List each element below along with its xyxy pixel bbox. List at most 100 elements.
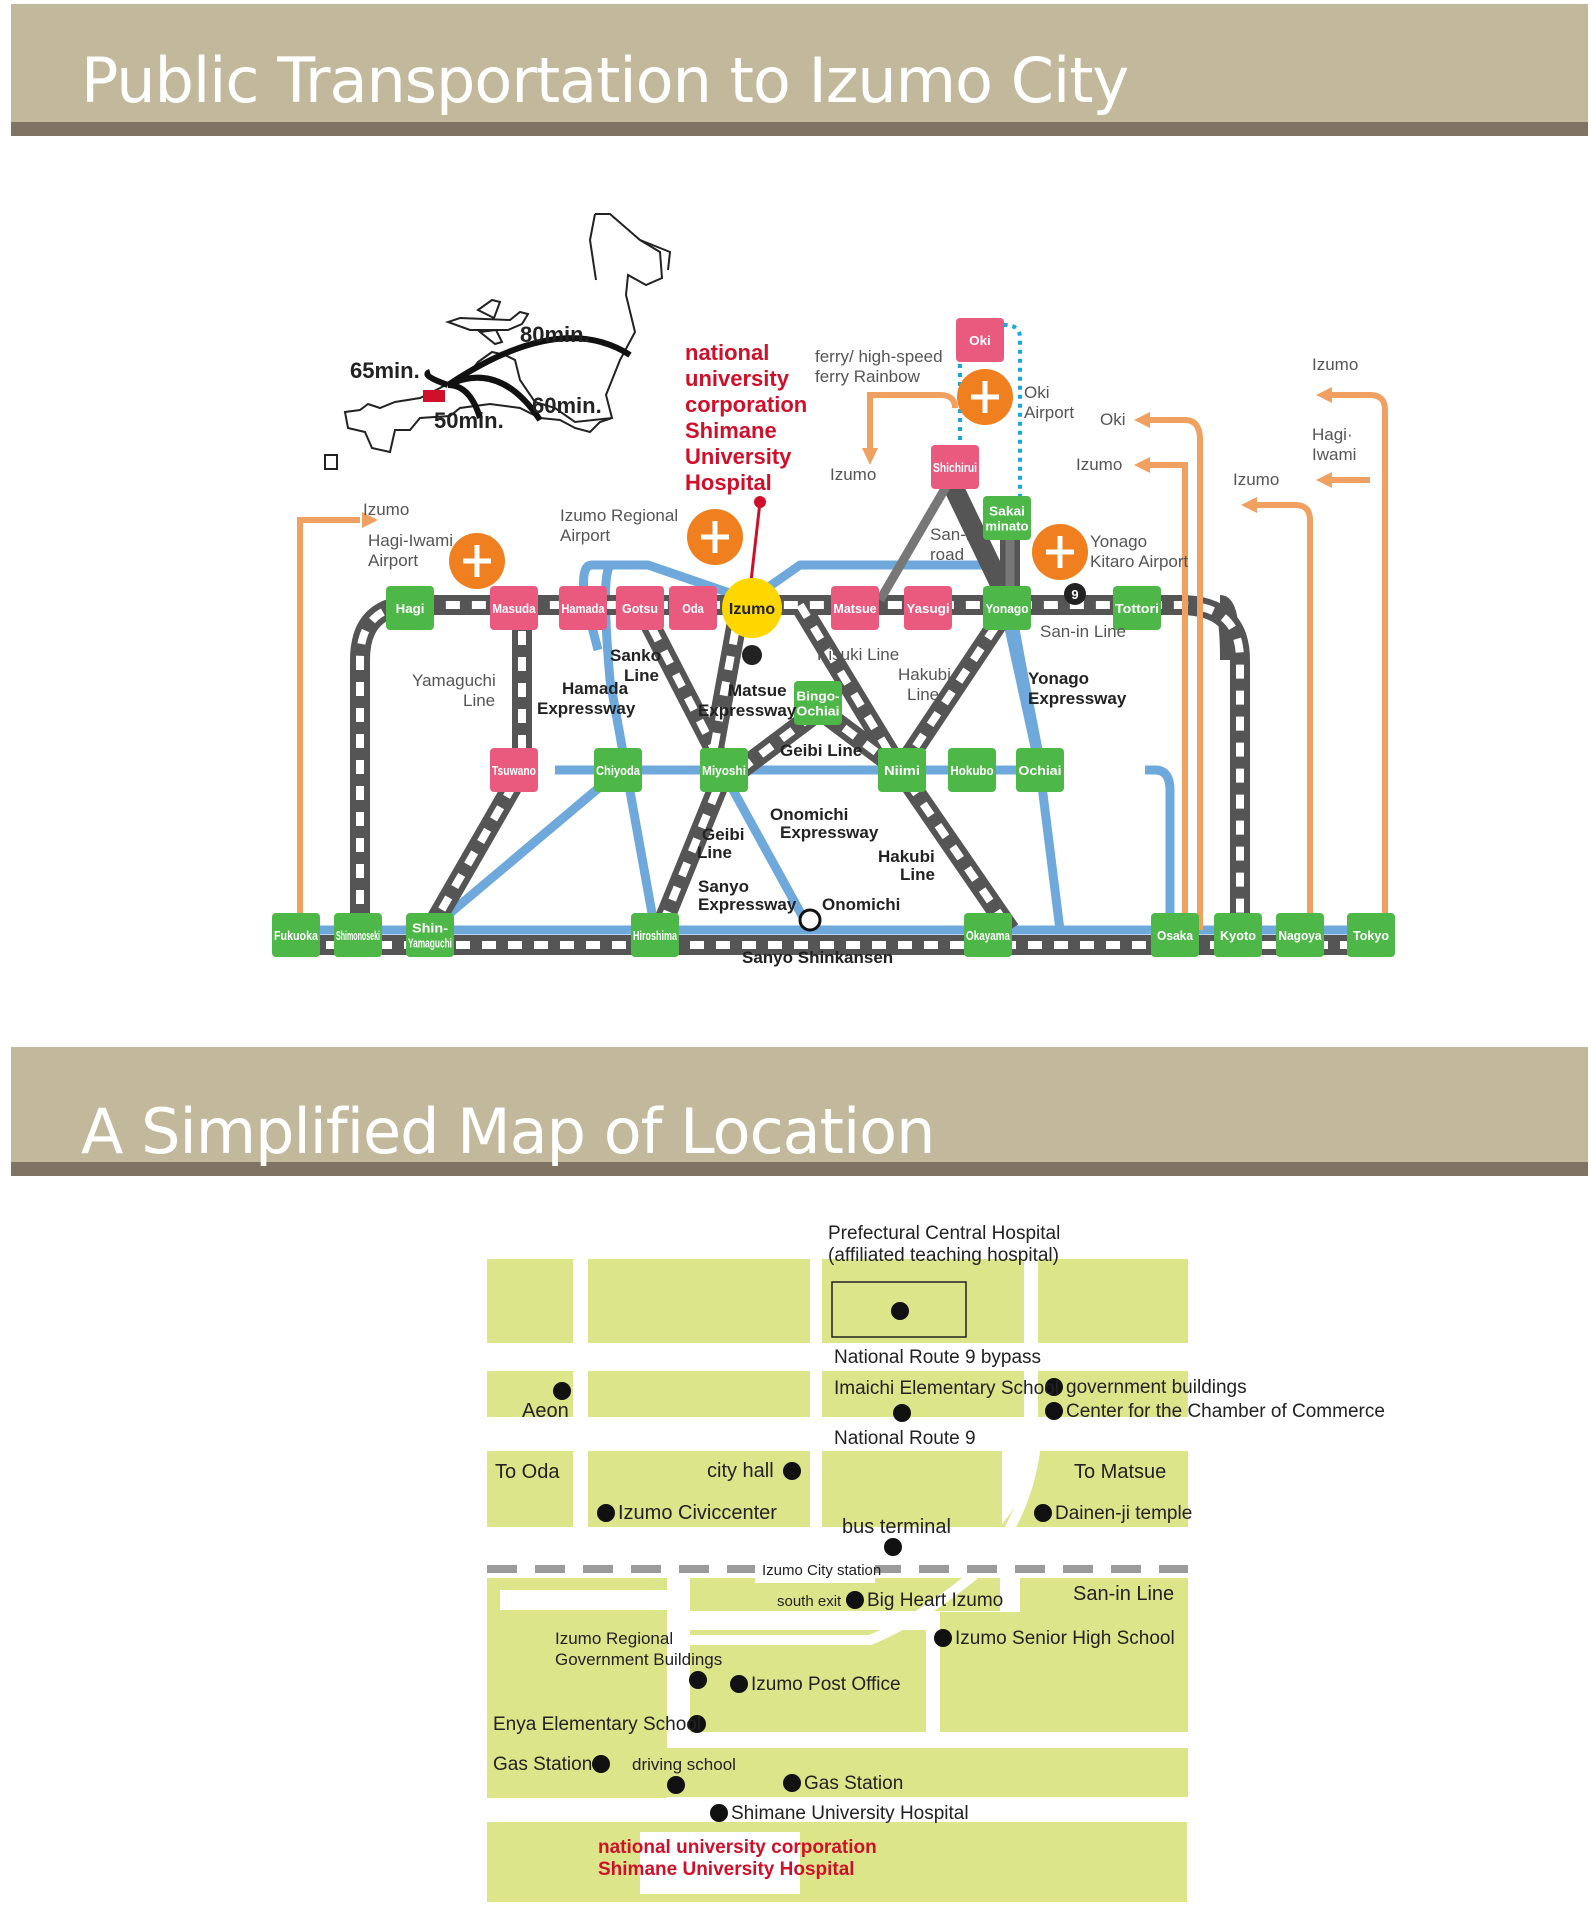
svg-text:Shimane University Hospital: Shimane University Hospital	[598, 1859, 855, 1880]
svg-text:Airport: Airport	[368, 551, 418, 570]
station-nagoya: Nagoya	[1276, 913, 1324, 957]
svg-text:Matsue: Matsue	[728, 681, 787, 700]
svg-text:Yonago: Yonago	[1028, 669, 1089, 688]
svg-text:Airport: Airport	[560, 526, 610, 545]
station-masuda: Masuda	[490, 586, 538, 630]
svg-text:Hakubi: Hakubi	[898, 665, 951, 684]
station-oki: Oki	[956, 318, 1004, 362]
station-shichirui: Shichirui	[931, 445, 979, 489]
svg-text:Yonago: Yonago	[1090, 532, 1147, 551]
svg-text:Expressway: Expressway	[698, 895, 797, 914]
svg-text:Sanyo Shinkansen: Sanyo Shinkansen	[742, 948, 893, 967]
station-miyoshi: Miyoshi	[700, 748, 748, 792]
svg-text:Izumo Civiccenter: Izumo Civiccenter	[618, 1502, 777, 1524]
station-label: Masuda	[492, 601, 536, 616]
svg-text:Izumo Regional: Izumo Regional	[560, 506, 678, 525]
svg-text:corporation: corporation	[685, 392, 807, 417]
svg-text:Oki: Oki	[1100, 410, 1126, 429]
svg-text:Line: Line	[624, 666, 659, 685]
onomichi-junction	[798, 908, 822, 932]
svg-text:Line: Line	[900, 865, 935, 884]
flight-time-65: 65min.	[350, 358, 420, 383]
svg-text:ferry/ high-speed: ferry/ high-speed	[815, 347, 943, 366]
city-blocks	[487, 1259, 1188, 1902]
station-hiroshima: Hiroshima	[631, 913, 679, 957]
svg-text:Geibi Line: Geibi Line	[780, 741, 862, 760]
station-label: Gotsu	[622, 601, 658, 616]
map-title: A Simplified Map of Location	[81, 1095, 935, 1168]
svg-text:Aeon: Aeon	[522, 1400, 569, 1422]
svg-text:Izumo: Izumo	[363, 500, 409, 519]
map-points	[553, 1302, 1063, 1822]
station-label: Bingo-	[796, 689, 839, 704]
svg-text:University: University	[685, 444, 792, 469]
location-map: Prefectural Central Hospital (affiliated…	[487, 1223, 1385, 1902]
gas-right-dot	[783, 1774, 801, 1792]
svg-text:ferry Rainbow: ferry Rainbow	[815, 367, 921, 386]
station-izumo	[722, 578, 782, 638]
map-banner: A Simplified Map of Location	[11, 1047, 1588, 1176]
svg-text:Izumo City station: Izumo City station	[762, 1562, 881, 1579]
svg-text:Izumo Senior High School: Izumo Senior High School	[955, 1628, 1175, 1649]
imaichi-dot	[893, 1404, 911, 1422]
station-label: Fukuoka	[274, 928, 319, 943]
station-label: Shichirui	[933, 460, 977, 475]
direction-arrows	[297, 392, 1388, 930]
station-label: Oda	[682, 601, 704, 616]
station-label: Kyoto	[1220, 928, 1256, 943]
svg-text:national university corporatio: national university corporation	[598, 1837, 877, 1858]
station-ochiai: Ochiai	[1016, 748, 1064, 792]
svg-text:9: 9	[1071, 587, 1078, 602]
transport-banner: Public Transportation to Izumo City	[11, 4, 1588, 136]
station-kyoto: Kyoto	[1214, 913, 1262, 957]
svg-text:National Route 9: National Route 9	[834, 1428, 976, 1449]
station-label: Shin-	[412, 921, 448, 936]
chamber-dot	[1045, 1402, 1063, 1420]
svg-text:Airport: Airport	[1024, 403, 1074, 422]
svg-text:bus terminal: bus terminal	[842, 1516, 951, 1538]
route9-icon	[1064, 583, 1086, 605]
station-label: Yamaguchi	[408, 936, 452, 951]
svg-text:Izumo: Izumo	[830, 465, 876, 484]
svg-text:driving school: driving school	[632, 1755, 736, 1774]
station-hamada: Hamada	[559, 586, 607, 630]
svg-text:Oki: Oki	[1024, 383, 1050, 402]
shimane-marker	[423, 390, 445, 402]
svg-text:Izumo Post Office: Izumo Post Office	[751, 1674, 901, 1695]
svg-text:Expressway: Expressway	[698, 701, 797, 720]
station-label: Hamada	[561, 601, 605, 616]
hospital-label: national university corporation Shimane …	[685, 340, 807, 495]
svg-text:Iwami: Iwami	[1312, 445, 1356, 464]
station-label: Niimi	[884, 763, 920, 778]
svg-text:Izumo: Izumo	[1312, 355, 1358, 374]
svg-text:San-in Line: San-in Line	[1040, 622, 1126, 641]
svg-text:Hagi·: Hagi·	[1312, 425, 1353, 444]
svg-text:Expressway: Expressway	[780, 823, 879, 842]
station-label: Ochiai	[796, 704, 839, 719]
station-label: minato	[985, 519, 1028, 534]
svg-text:Yamaguchi: Yamaguchi	[412, 671, 496, 690]
enya-dot	[688, 1715, 706, 1733]
airplane-icon	[444, 298, 530, 346]
svg-text:To Matsue: To Matsue	[1074, 1461, 1166, 1483]
svg-text:Gas Station: Gas Station	[493, 1754, 592, 1775]
svg-text:south exit: south exit	[777, 1593, 842, 1610]
civic-dot	[597, 1504, 615, 1522]
svg-text:Enya Elementary School: Enya Elementary School	[493, 1714, 701, 1735]
rail-lines	[300, 475, 1380, 955]
station-yasugi: Yasugi	[904, 586, 952, 630]
bus-terminal-dot	[884, 1538, 902, 1556]
svg-text:Hakubi: Hakubi	[878, 847, 935, 866]
station-oda: Oda	[669, 586, 717, 630]
svg-text:Izumo: Izumo	[729, 601, 775, 618]
dainenji-dot	[1034, 1504, 1052, 1522]
transport-diagram: 80min. 65min. 60min. 50min. national uni…	[272, 213, 1395, 967]
transport-title: Public Transportation to Izumo City	[81, 44, 1129, 117]
svg-text:Kitaro Airport: Kitaro Airport	[1090, 552, 1189, 571]
city-hall-dot	[783, 1462, 801, 1480]
diagram-labels: Izumo Hagi-Iwami Airport Izumo Regional …	[363, 347, 1358, 967]
svg-text:Geibi: Geibi	[702, 825, 745, 844]
station-tottori: Tottori	[1113, 586, 1161, 630]
station-label: Miyoshi	[702, 763, 746, 778]
station-shimonoseki: Shimonoseki	[334, 913, 382, 957]
